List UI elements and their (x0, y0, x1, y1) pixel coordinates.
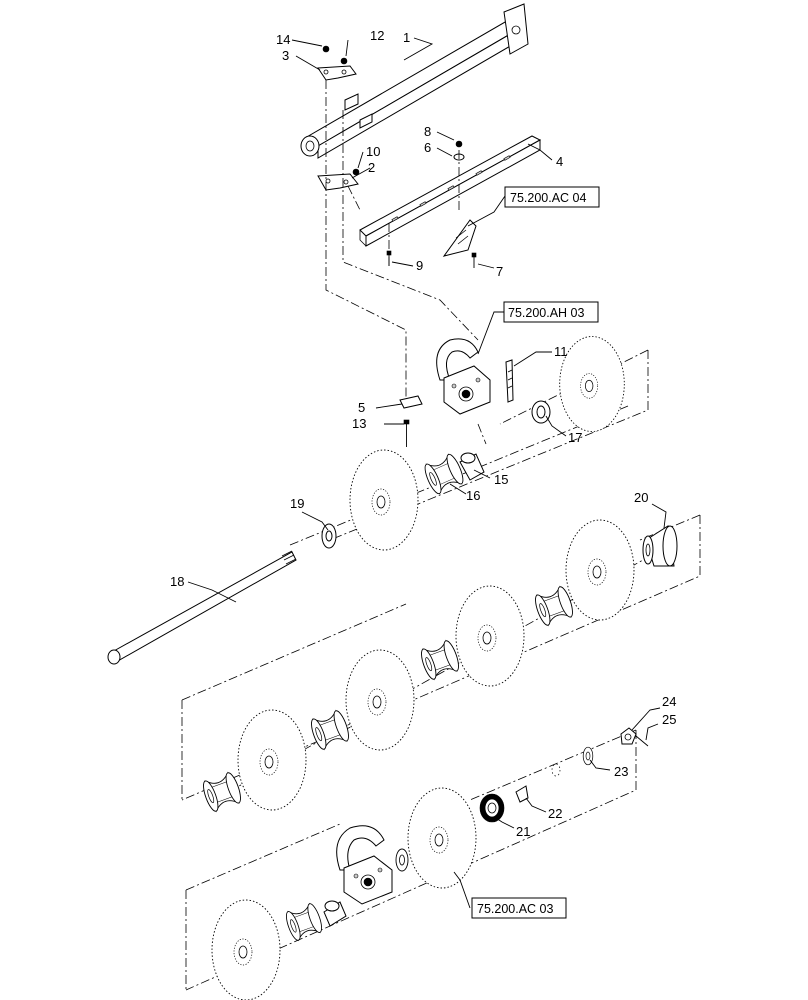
disc-gang-3 (345, 649, 415, 751)
callout-4: 4 (556, 154, 563, 169)
callout-11: 11 (554, 344, 568, 359)
callout-7: 7 (496, 264, 503, 279)
disc-upper-right (559, 336, 625, 432)
nut-10 (352, 168, 360, 176)
nut-8 (455, 140, 463, 148)
nut-14 (322, 45, 330, 53)
disc-lower-right (407, 787, 477, 889)
spool-gang-4 (200, 770, 244, 814)
callout-13: 13 (352, 416, 366, 431)
callout-25: 25 (662, 712, 676, 727)
disc-gang-1 (565, 519, 635, 621)
spool-gang-2 (418, 638, 462, 682)
reference-ah03-label: 75.200.AH 03 (508, 306, 584, 320)
spool-lower (283, 901, 325, 943)
disc-lower-left (211, 899, 281, 1000)
spacer-15 (459, 452, 485, 481)
callout-19: 19 (290, 496, 304, 511)
callout-1: 1 (403, 30, 410, 45)
washer-dotted (551, 763, 561, 777)
callout-16: 16 (466, 488, 480, 503)
frame-tube (300, 3, 529, 159)
callout-9: 9 (416, 258, 423, 273)
nut-24 (620, 727, 637, 745)
callout-12: 12 (370, 28, 384, 43)
callout-17: 17 (568, 430, 582, 445)
callout-8: 8 (424, 124, 431, 139)
callout-18: 18 (170, 574, 184, 589)
spool-16 (421, 452, 467, 496)
reference-box-ac04[interactable]: 75.200.AC 04 (504, 186, 600, 208)
bolt-11 (505, 359, 514, 403)
leader-lines (187, 37, 667, 909)
spacer-lower (323, 900, 347, 927)
key-22 (515, 785, 529, 803)
callout-5: 5 (358, 400, 365, 415)
bearing-21 (479, 793, 505, 823)
washer-17 (531, 400, 551, 424)
spool-gang-1 (532, 584, 576, 628)
bearing-hanger-upper (436, 338, 491, 415)
callout-21: 21 (516, 824, 530, 839)
disc-upper-left (349, 449, 419, 551)
bracket-2 (317, 173, 359, 191)
spool-20 (642, 525, 678, 567)
callout-2: 2 (368, 160, 375, 175)
washer-lower (395, 848, 409, 872)
bracket-3 (317, 65, 357, 81)
bolt-7 (471, 252, 477, 268)
callout-23: 23 (614, 764, 628, 779)
reference-box-ac03[interactable]: 75.200.AC 03 (471, 897, 567, 919)
bolt-13 (403, 419, 410, 447)
reference-ac04-label: 75.200.AC 04 (510, 191, 586, 205)
disc-gang-2 (455, 585, 525, 687)
callout-10: 10 (366, 144, 380, 159)
reference-ac03-label: 75.200.AC 03 (477, 902, 553, 916)
callout-3: 3 (282, 48, 289, 63)
callout-24: 24 (662, 694, 676, 709)
scraper-blade (442, 219, 477, 257)
pin-25 (635, 735, 649, 747)
callout-20: 20 (634, 490, 648, 505)
callout-22: 22 (548, 806, 562, 821)
nut-12 (340, 57, 348, 65)
bearing-hanger-lower (336, 825, 393, 905)
shaft-18 (107, 550, 297, 665)
callout-labels: 1 2 3 4 5 6 7 8 9 10 11 12 13 14 15 16 1… (170, 28, 676, 839)
disc-gang-4 (237, 709, 307, 811)
reference-box-ah03[interactable]: 75.200.AH 03 (503, 301, 599, 323)
callout-6: 6 (424, 140, 431, 155)
callout-15: 15 (494, 472, 508, 487)
spool-gang-3 (308, 708, 352, 752)
washer-19 (321, 523, 337, 549)
callout-14: 14 (276, 32, 290, 47)
bracket-5 (399, 395, 423, 409)
